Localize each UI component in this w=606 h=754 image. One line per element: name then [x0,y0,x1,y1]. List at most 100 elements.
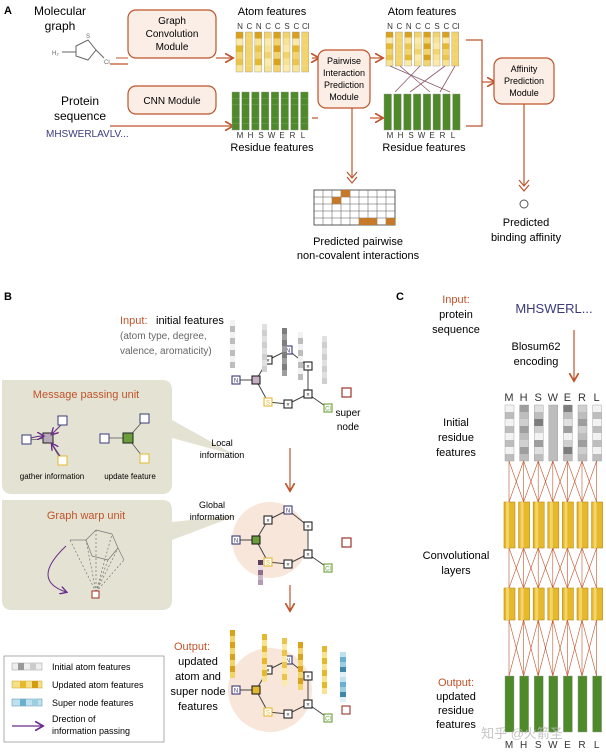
atom-bar-cell [236,32,243,39]
atom-bar-cell [236,58,243,66]
res-bar-cell [232,92,240,99]
res-bar-cell-2 [442,112,451,118]
res-bar-cell-2 [384,124,392,130]
node-feature-cell [230,362,235,368]
atom-bar-cell [292,58,300,66]
atom-bar-cell [264,38,272,46]
atom-bar-cell-2 [414,32,422,38]
b-output-line2: atom and [175,671,221,683]
res-bar-cell-2 [442,118,451,124]
c-conv2-block [547,587,560,621]
c-out-cell [519,725,529,732]
c-init-cell [578,405,587,412]
atom-bar-cell-outline [254,31,263,73]
c-init-outline [548,404,558,462]
c-out-cell [578,711,587,718]
c-init-outline [577,404,588,462]
b-output-line1: updated [178,656,218,668]
cnn-label: CNN Module [143,96,201,107]
res-bar-cell-2 [423,112,431,118]
node-feature-cell [230,356,235,362]
atom-bar-cell-2 [386,54,393,61]
svg-text:H₂: H₂ [52,51,59,57]
atom-bar-cell-2 [386,49,393,55]
atom-node-label: S [266,710,270,716]
atom-bar-cell-2 [433,60,440,66]
node-feature-cell [262,670,267,676]
super-node-feature-bar [340,652,351,715]
atom-feature-bars-2 [385,31,459,67]
node-feature-cell [262,652,267,658]
c-conv-link [581,547,597,589]
atom-letter: Cl [302,22,310,31]
c-init-cell [519,405,529,412]
res-bar-cell [261,123,269,130]
graph-warp-bubble [2,500,238,610]
atom-bar-cell [301,32,309,39]
panel-c-label: C [396,291,404,303]
atom-letter: S [284,22,289,31]
atom-node-label: × [286,562,290,568]
c-conv-link [567,460,583,503]
res-bar-cell-2 [413,118,421,124]
c-out-cell [505,704,514,711]
c-out-cell [548,683,558,690]
double-chevron-1 [346,171,358,184]
atom-bar-cell-2 [404,37,412,44]
res-bar-cell-2 [413,94,421,100]
pairwise-interaction-grid [313,189,396,226]
res-bar-cell-2 [403,100,412,106]
node-feature-cell [230,326,235,332]
res-bar-cell [271,104,279,111]
atom-bar-cell-2 [442,32,450,38]
res-bar-cell-2 [393,94,402,100]
node-feature-cell [322,658,327,664]
c-init-cell [563,405,573,412]
c-out-outline [504,675,515,733]
c-out-cell [534,697,544,704]
node-feature-cell [298,338,303,344]
c-out-cell [534,683,544,690]
res-bar-cell-2-outline [413,93,422,131]
node-feature-cell [262,360,267,366]
c-out-cell [578,676,587,683]
atom-node [263,397,273,407]
res-bar-cell [300,111,309,118]
c-init-cell [563,454,573,461]
atom-node [303,699,313,709]
predicted-pairwise-line1: Predicted pairwise [313,236,403,248]
cnn-module-box [127,85,217,115]
residue-features-label-2: Residue features [382,142,466,154]
atom-node-label: Cl [325,566,331,572]
c-out-cell [578,683,587,690]
node-feature-cell [282,352,287,358]
c-out-cell [548,711,558,718]
b-output-label: Output: [174,641,210,653]
res-bar-cell-2 [433,118,441,124]
c-init-cell [505,440,514,447]
res-bar-cell [271,92,279,99]
atom-node [303,521,313,531]
c-init-cell [592,454,602,461]
node-feature-cell [230,344,235,350]
atom-bar-cell [283,65,290,72]
atom-node-label: × [266,518,270,524]
atom-letter: C [294,22,300,31]
c-out-cell [592,683,602,690]
node-feature-cell [322,646,327,652]
res-bar-cell-2 [413,124,421,130]
gather-label: gather information [20,472,84,481]
res-bar-cell [241,123,250,130]
residue-letter: L [301,131,306,140]
res-bar-cell [290,123,299,130]
res-bar-cell [241,104,250,111]
node-feature-cell [262,354,267,360]
c-out-cell [505,697,514,704]
residue-letter: M [237,131,244,140]
c-init-cell [578,440,587,447]
atom-node-label: × [306,552,310,558]
atom-bar-cell [301,65,309,72]
node-feature-cell [322,342,327,348]
c-out-cell [505,690,514,697]
